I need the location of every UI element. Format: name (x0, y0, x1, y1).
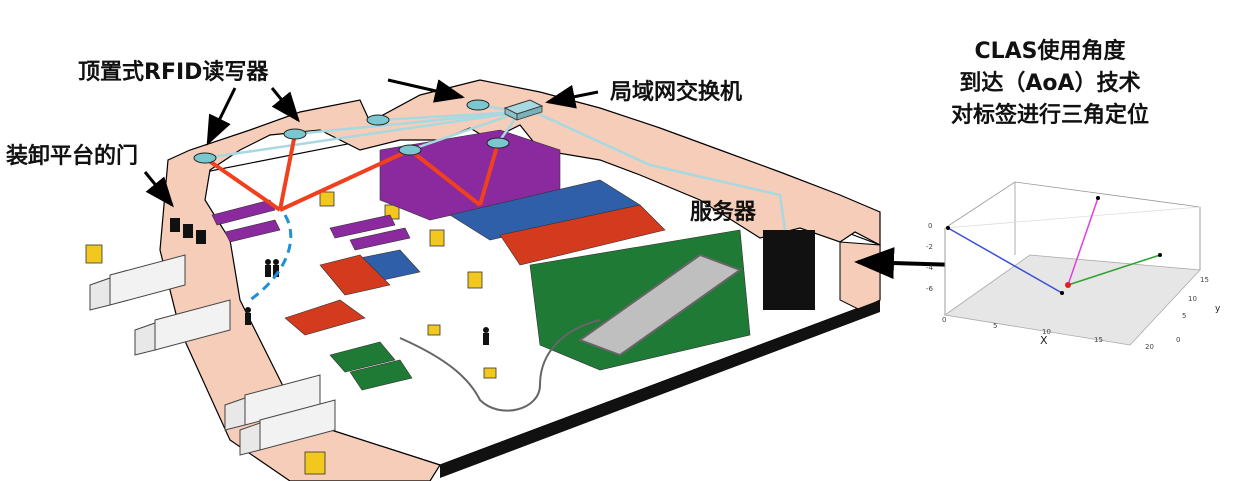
plot-x-axis-label: X (1040, 334, 1048, 347)
dock-doors-label: 装卸平台的门 (6, 144, 139, 169)
warehouse-right-wall (839, 241, 881, 311)
plot-x-tick-3: 15 (1094, 336, 1103, 344)
plot-x-tick-0: 0 (942, 316, 947, 324)
plot-x-tick-1: 5 (993, 322, 998, 330)
plot-y-tick-3: 15 (1200, 276, 1209, 284)
plot-y-tick-0: 0 (1176, 336, 1181, 344)
lan-switch-label: 局域网交换机 (610, 80, 743, 105)
plot-y-tick-2: 10 (1188, 295, 1197, 303)
server-rack (763, 230, 815, 310)
plot-z-tick-3: -6 (926, 285, 933, 293)
ceiling-readers-label: 顶置式RFID读写器 (78, 60, 269, 85)
plot-y-tick-1: 5 (1182, 312, 1187, 320)
aoa-caption-line1: CLAS使用角度 (974, 39, 1126, 64)
rfid-links (203, 133, 500, 212)
callout-arrows (143, 78, 959, 280)
aoa-caption-line2: 到达（AoA）技术 (959, 71, 1141, 96)
plot-z-tick-2: -4 (926, 264, 933, 272)
aoa-caption-line3: 对标签进行三角定位 (950, 103, 1149, 128)
plot-z-tick-0: 0 (928, 222, 933, 230)
warehouse-front-edge (440, 300, 880, 478)
purple-pallet-group (211, 129, 561, 251)
plot-x-tick-2: 10 (1042, 328, 1051, 336)
plot-x-tick-4: 20 (1145, 343, 1154, 351)
aoa-vectors (947, 197, 1161, 294)
red-pallet-group (284, 204, 666, 336)
aoa-points (946, 196, 1162, 295)
plot-z-tick-1: -2 (926, 243, 933, 251)
aoa-caption: CLAS使用角度 到达（AoA）技术 对标签进行三角定位 (905, 36, 1195, 132)
plot-y-axis-label: y (1215, 304, 1221, 314)
aoa-3d-plot (943, 181, 1201, 346)
truck-group (89, 254, 336, 456)
people-group (245, 259, 489, 345)
dock-door-group (170, 218, 206, 244)
rfid-reader-group (193, 99, 510, 164)
conveyor-group (399, 253, 743, 412)
server-label: 服务器 (690, 200, 757, 225)
warehouse-wall (159, 79, 881, 481)
